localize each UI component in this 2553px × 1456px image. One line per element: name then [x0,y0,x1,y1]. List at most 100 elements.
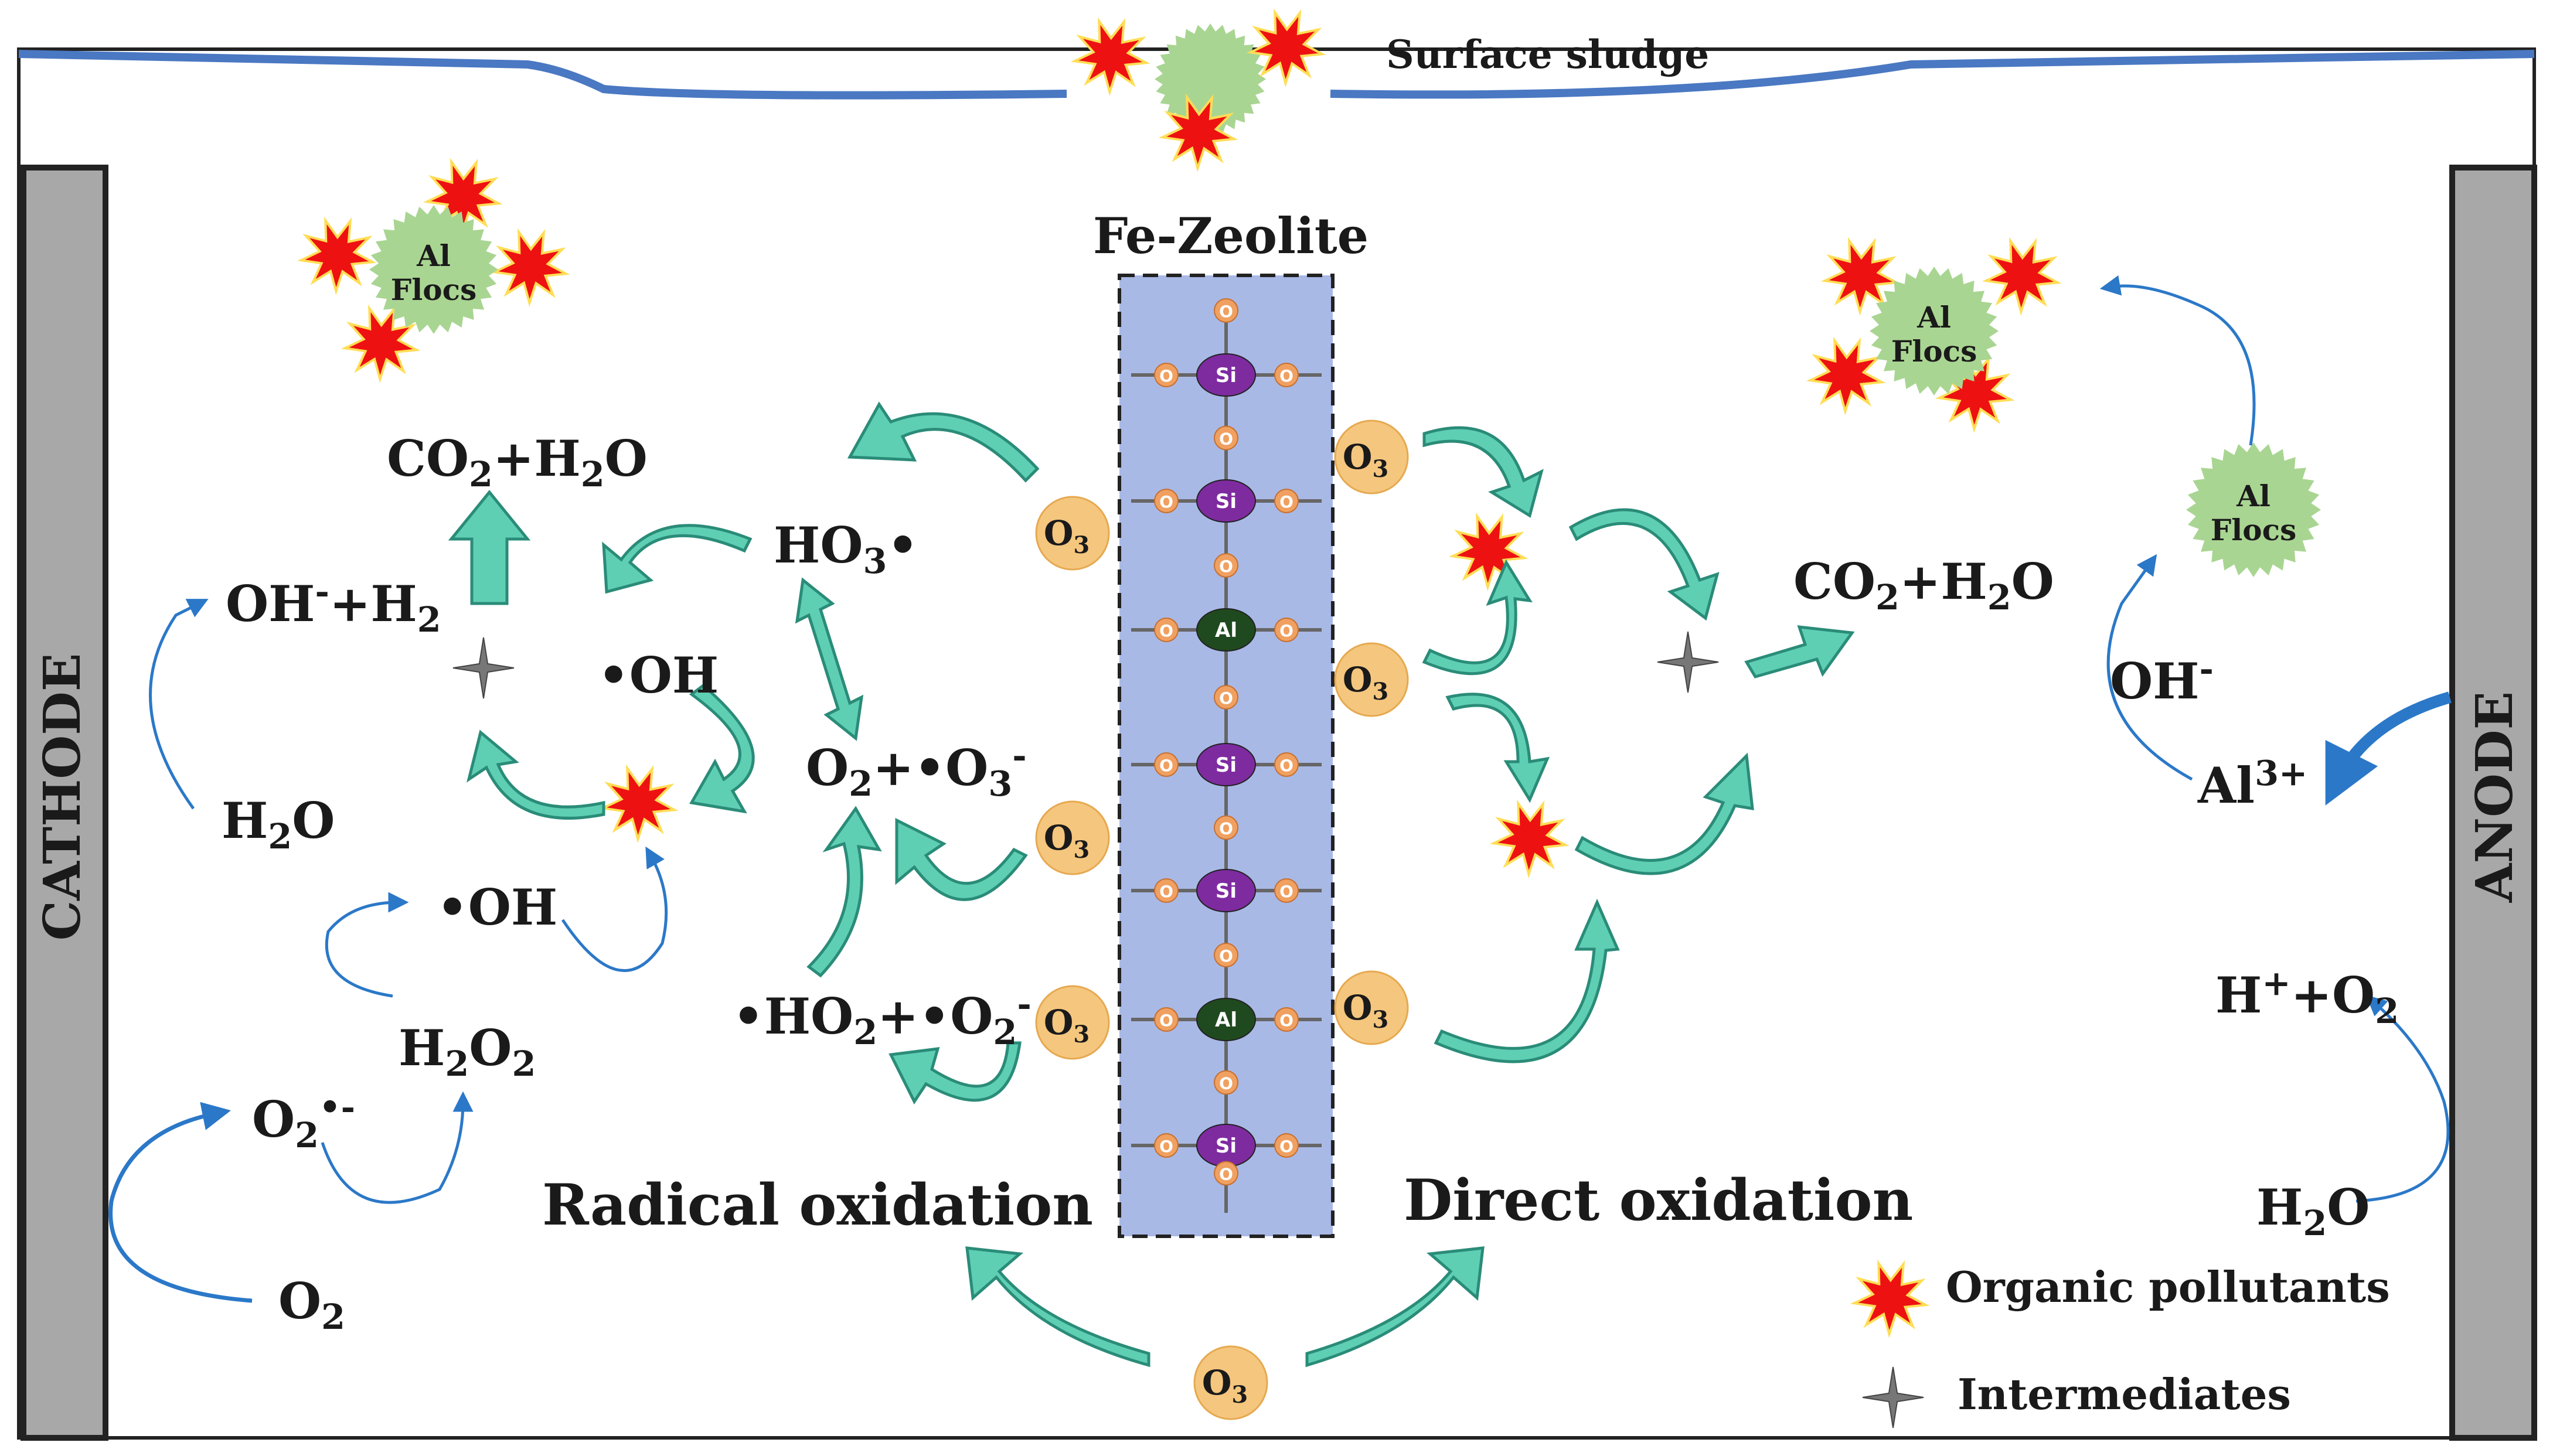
label-oh-cathode: •OH [437,878,557,936]
oxygen-atom-icon [1214,553,1238,578]
direct-e-arrow [1434,898,1620,1063]
label-o2-ozonide: O2+•O3- [806,735,1027,804]
floc-label-al: Al [416,238,451,273]
label-co2-h2o-left: CO2+H2O [387,429,648,495]
label-o2-cathode: O2 [278,1272,345,1337]
oxygen-atom-label: O [1279,1011,1293,1030]
oxygen-atom-label: O [1219,688,1233,708]
peroxide-arrow [325,892,409,998]
label-h2o2: H2O2 [399,1019,536,1084]
silicon-atom-icon [1196,743,1256,786]
oxygen-atom-label: O [1219,1074,1233,1093]
anode-label: ANODE [2465,691,2524,903]
oxygen-atom-label: O [1279,621,1293,640]
floc-label-al: Al [2236,479,2271,513]
aluminium-atom-icon [1196,608,1256,652]
label-oh-h2: OH-+H2 [226,571,441,640]
oxygen-atom-label: O [1219,819,1233,838]
silicon-atom-label: Si [1216,879,1237,903]
ozone-label: O3 [1343,660,1388,705]
oh-pollutant-arrow [689,683,755,814]
radical-oxidation-label: Radical oxidation [542,1172,1093,1238]
pollutant-star-icon [1850,1259,1930,1338]
surface-sludge-label: Surface sludge [1386,32,1709,77]
aluminium-atom-icon [1196,998,1256,1041]
ozone-bubble-icon [1035,985,1110,1060]
label-superoxide: O2•- [252,1087,355,1155]
label-h2o-cathode: H2O [222,792,335,857]
oxygen-atom-icon [1214,1070,1238,1095]
pollutant-star-icon [1935,354,2015,433]
cathode-o2-arrow [108,1102,253,1303]
oxygen-atom-label: O [1279,366,1293,386]
o3-o2-arrow [895,817,1028,901]
pollutant-star-icon [1982,237,2062,316]
chemistry-labels: CO2+H2O CO2+H2O HO3• •OH OH-+H2 H2O •OH … [222,429,2399,1337]
al3-oh-arrow [2106,554,2193,781]
anode-al3-arrow [2325,691,2452,806]
co2-left-arrow [448,490,531,605]
ozone-bubble-icon [1334,420,1409,495]
ho3-o3-arrow [847,401,1040,483]
pollutant-inter-arrow [467,729,605,820]
blue-arrows [108,275,2452,1303]
oxygen-atom-icon [1154,618,1179,642]
oxygen-atom-icon [1154,489,1179,513]
oxygen-atom-icon [1154,1133,1179,1158]
label-oh-left: •OH [598,646,719,704]
intermediate-star-icon [452,637,515,699]
oxygen-atom-label: O [1159,621,1173,640]
ozone-bubble-icon [1334,970,1409,1045]
oxygen-atom-label: O [1159,492,1173,512]
oxygen-atom-label: O [1279,492,1293,512]
label-h-o2: H++O2 [2215,963,2399,1031]
oxygen-atom-icon [1214,298,1238,323]
oxygen-atom-icon [1154,878,1179,903]
direct-b-arrow [1422,559,1533,676]
floc-icon [369,205,498,334]
oxygen-atom-icon [1214,425,1238,451]
anode-water-arrow [2355,995,2450,1203]
direct-c-arrow [1445,693,1550,803]
legend-intermediates-label: Intermediates [1958,1369,2291,1419]
pollutant-star-icon [1820,237,1901,316]
oxygen-atom-label: O [1219,302,1233,321]
floc-label-flocs: Flocs [1891,334,1977,369]
silicon-atom-icon [1196,353,1256,397]
surface-line [18,50,2535,100]
oxygen-atom-icon [1274,618,1299,642]
oxygen-atom-label: O [1279,882,1293,901]
oxygen-atom-label: O [1159,1011,1173,1030]
oxygen-atom-label: O [1219,429,1233,449]
direct-oxidation-label: Direct oxidation [1404,1167,1913,1233]
silicon-atom-label: Si [1216,1134,1237,1158]
intermediate-star-icon [1657,631,1719,693]
label-ho3: HO3• [774,516,918,581]
silicon-atom-label: Si [1216,753,1237,777]
teal-arrows [448,401,1855,1368]
co2-right-arrow [1744,625,1855,678]
label-al3: Al3+ [2197,753,2307,814]
oxygen-atom-label: O [1279,756,1293,775]
oxygen-atom-label: O [1159,366,1173,386]
oxygen-atom-icon [1214,943,1238,967]
oxygen-atom-icon [1214,1161,1238,1186]
oxygen-atom-icon [1274,1007,1299,1032]
oxygen-atom-icon [1214,815,1238,840]
oxygen-atom-label: O [1159,882,1173,901]
ozone-bubble-icon [1035,800,1110,875]
aluminium-atom-label: Al [1215,619,1237,642]
floc-icon [2186,442,2321,577]
cathode-label: CATHODE [33,653,92,941]
floc-icon [1155,23,1266,135]
legend-pollutants-label: Organic pollutants [1946,1262,2390,1312]
direct-top-arrow [1422,426,1544,518]
hydroxyl-arrow [561,846,668,973]
oxygen-atom-icon [1214,685,1238,710]
silicon-atom-label: Si [1216,490,1237,513]
oxygen-atom-label: O [1159,1137,1173,1156]
